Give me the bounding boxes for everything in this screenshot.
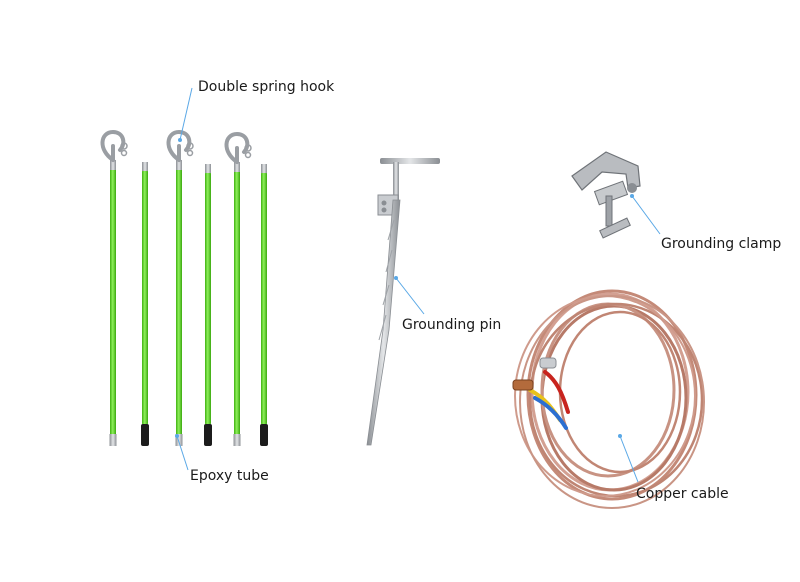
epoxy-rod-1: [109, 160, 117, 446]
callout-dots: [175, 138, 634, 438]
spring-hook-icon: [100, 129, 252, 164]
callout-cable-line: [619, 435, 639, 483]
epoxy-rod-3: [175, 160, 183, 446]
grounding-clamp-icon: [571, 151, 641, 239]
label-grounding-clamp: Grounding clamp: [661, 236, 782, 252]
label-grounding-pin: Grounding pin: [402, 317, 502, 333]
epoxy-rod-4: [204, 164, 212, 446]
callout-epoxy-line: [176, 435, 189, 471]
callout-hook-line: [179, 87, 193, 141]
epoxy-rod-5: [233, 162, 241, 446]
label-double-spring-hook: Double spring hook: [198, 79, 335, 95]
label-epoxy-tube: Epoxy tube: [190, 468, 269, 484]
grounding-pin-icon: [366, 158, 440, 446]
label-copper-cable: Copper cable: [636, 486, 729, 502]
epoxy-rod-2: [141, 162, 149, 446]
epoxy-rod-6: [260, 164, 268, 446]
copper-cable-icon: [512, 289, 705, 509]
callout-lines: [176, 87, 661, 483]
epoxy-rods: [109, 160, 268, 446]
callout-pin-line: [395, 277, 425, 315]
callout-clamp-line: [631, 195, 661, 235]
